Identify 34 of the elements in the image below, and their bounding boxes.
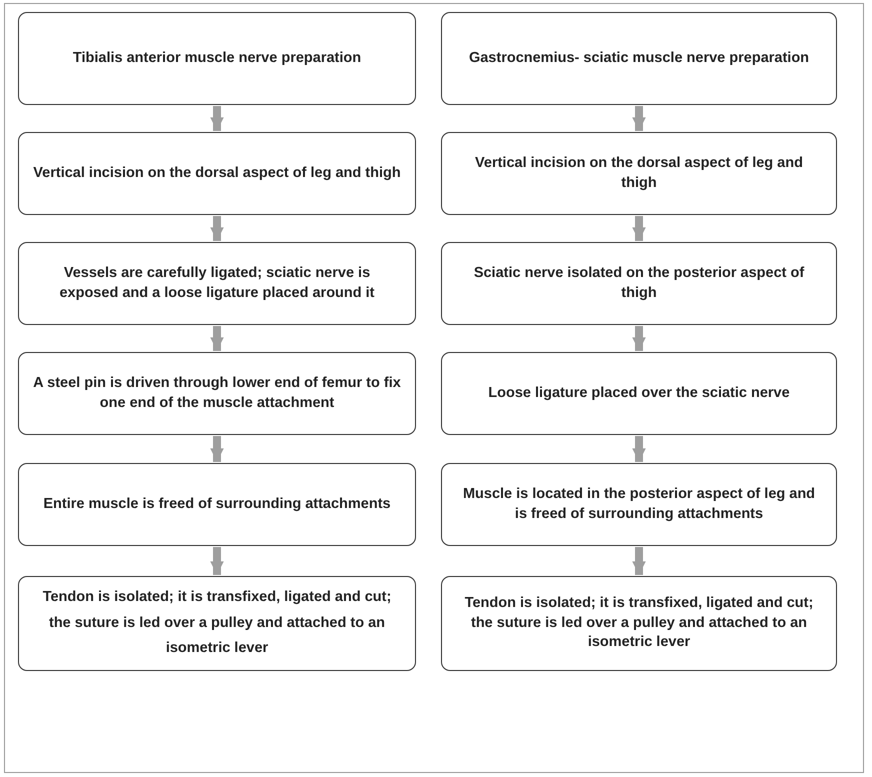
step-text: Sciatic nerve isolated on the posterior aspect of thigh bbox=[472, 264, 806, 302]
step-text: Vertical incision on the dorsal aspect of leg and thigh bbox=[33, 164, 401, 183]
process-box bbox=[18, 576, 416, 671]
step-text: Vertical incision on the dorsal aspect of leg and thigh bbox=[474, 154, 804, 192]
process-box bbox=[18, 242, 416, 325]
process-box bbox=[18, 463, 416, 546]
arrow bbox=[210, 547, 224, 575]
process-box bbox=[441, 576, 837, 671]
process-box bbox=[441, 352, 837, 435]
arrow bbox=[632, 216, 646, 241]
arrow bbox=[632, 106, 646, 131]
step-text: Entire muscle is freed of surrounding attachments bbox=[43, 494, 391, 514]
arrow bbox=[210, 106, 224, 131]
step-text: Vessels are carefully ligated; sciatic nerve is exposed and a loose ligature placed around it bbox=[58, 264, 376, 302]
process-box bbox=[18, 132, 416, 215]
process-box bbox=[18, 352, 416, 435]
process-box bbox=[441, 242, 837, 325]
arrow bbox=[210, 216, 224, 241]
step-text: Gastrocnemius- sciatic muscle nerve preparation bbox=[468, 48, 810, 68]
arrow bbox=[632, 547, 646, 575]
process-box bbox=[441, 132, 837, 215]
step-text: Tendon is isolated; it is transfixed, ligated and cut; the suture is led over a pulley and attached to an isometric lever bbox=[464, 594, 814, 652]
step-text: Muscle is located in the posterior aspect of leg and is freed of surrounding attachments bbox=[462, 484, 816, 524]
arrow bbox=[210, 326, 224, 351]
step-text: Loose ligature placed over the sciatic nerve bbox=[488, 384, 790, 403]
step-text: Tibialis anterior muscle nerve preparation bbox=[72, 48, 362, 68]
step-text: Tendon is isolated; it is transfixed, ligated and cut; the suture is led over a pulley and attached to an isometric lever bbox=[42, 588, 392, 658]
arrow bbox=[632, 436, 646, 462]
process-box bbox=[441, 463, 837, 546]
arrow bbox=[632, 326, 646, 351]
step-text: A steel pin is driven through lower end of femur to fix one end of the muscle attachment bbox=[33, 374, 401, 412]
process-box bbox=[441, 12, 837, 105]
arrow bbox=[210, 436, 224, 462]
process-box bbox=[18, 12, 416, 105]
